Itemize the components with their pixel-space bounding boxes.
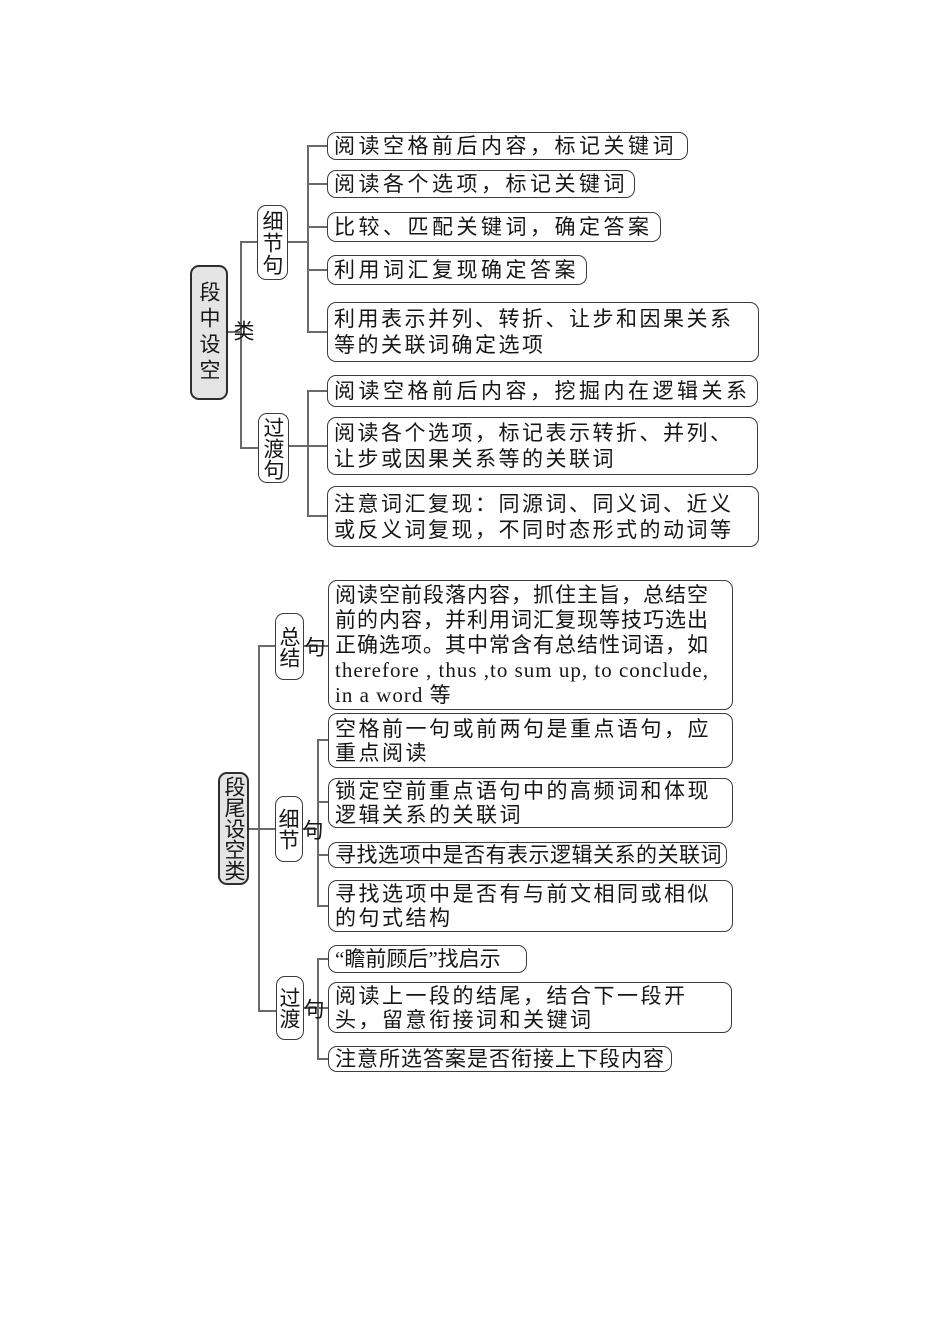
connector-hline [240, 447, 258, 449]
leaf-node: 阅读上一段的结尾，结合下一段开头，留意衔接词和关键词 [328, 982, 732, 1033]
leaf-node: 空格前一句或前两句是重点语句，应重点阅读 [328, 713, 733, 768]
connector-hline [317, 1058, 328, 1060]
leaf-node: 阅读空格前后内容，标记关键词 [327, 132, 688, 160]
connector-hline [307, 515, 327, 517]
connector-vline [317, 958, 319, 1060]
connector-hline [303, 828, 317, 830]
connector-hline [228, 331, 240, 333]
leaf-node: “瞻前顾后”找启示 [328, 945, 527, 973]
leaf-node: 锁定空前重点语句中的高频词和体现逻辑关系的关联词 [328, 778, 733, 828]
leaf-node: 阅读各个选项，标记表示转折、并列、让步或因果关系等的关联词 [327, 417, 758, 475]
connector-hline [317, 739, 328, 741]
branch-node-summary-sentence: 总结句 [275, 613, 326, 680]
root-node-mid-paragraph: 段中设空类 [190, 265, 255, 400]
connector-hline [303, 645, 328, 647]
leaf-node: 阅读各个选项，标记关键词 [327, 170, 635, 198]
connector-vline [317, 739, 319, 907]
connector-hline [258, 1010, 276, 1012]
connector-hline [317, 958, 328, 960]
connector-hline [240, 241, 257, 243]
connector-hline [307, 226, 327, 228]
leaf-node: 比较、匹配关键词，确定答案 [327, 212, 661, 242]
leaf-node: 阅读空前段落内容，抓住主旨，总结空前的内容，并利用词汇复现等技巧选出正确选项。其… [328, 580, 733, 710]
connector-vline [240, 241, 242, 449]
branch-node-detail-sentence: 细节句 [257, 205, 288, 280]
connector-hline [304, 1007, 328, 1009]
branch-node-transition-sentence: 过渡句 [258, 413, 289, 483]
leaf-node: 阅读空格前后内容，挖掘内在逻辑关系 [327, 375, 758, 407]
leaf-node: 利用表示并列、转折、让步和因果关系等的关联词确定选项 [327, 302, 759, 362]
connector-hline [307, 331, 327, 333]
leaf-node: 注意词汇复现：同源词、同义词、近义或反义词复现，不同时态形式的动词等 [327, 486, 759, 547]
branch-node-detail-sentence: 细节句 [275, 796, 324, 862]
leaf-node: 寻找选项中是否有与前文相同或相似的句式结构 [328, 880, 733, 932]
connector-vline [307, 145, 309, 333]
connector-hline [248, 828, 275, 830]
leaf-node: 利用词汇复现确定答案 [327, 255, 587, 285]
leaf-node: 注意所选答案是否衔接上下段内容 [328, 1046, 672, 1072]
connector-hline [307, 390, 327, 392]
connector-hline [317, 801, 328, 803]
connector-hline [288, 241, 307, 243]
leaf-node: 寻找选项中是否有表示逻辑关系的关联词 [328, 842, 727, 868]
branch-node-transition-sentence: 过渡句 [276, 976, 325, 1040]
connector-hline [258, 645, 275, 647]
connector-hline [317, 905, 328, 907]
root-node-end-paragraph: 段尾设空类 [218, 772, 249, 885]
connector-vline [258, 645, 260, 1012]
connector-hline [307, 269, 327, 271]
connector-vline [307, 390, 309, 517]
connector-hline [307, 145, 327, 147]
connector-hline [307, 183, 327, 185]
connector-hline [317, 854, 328, 856]
